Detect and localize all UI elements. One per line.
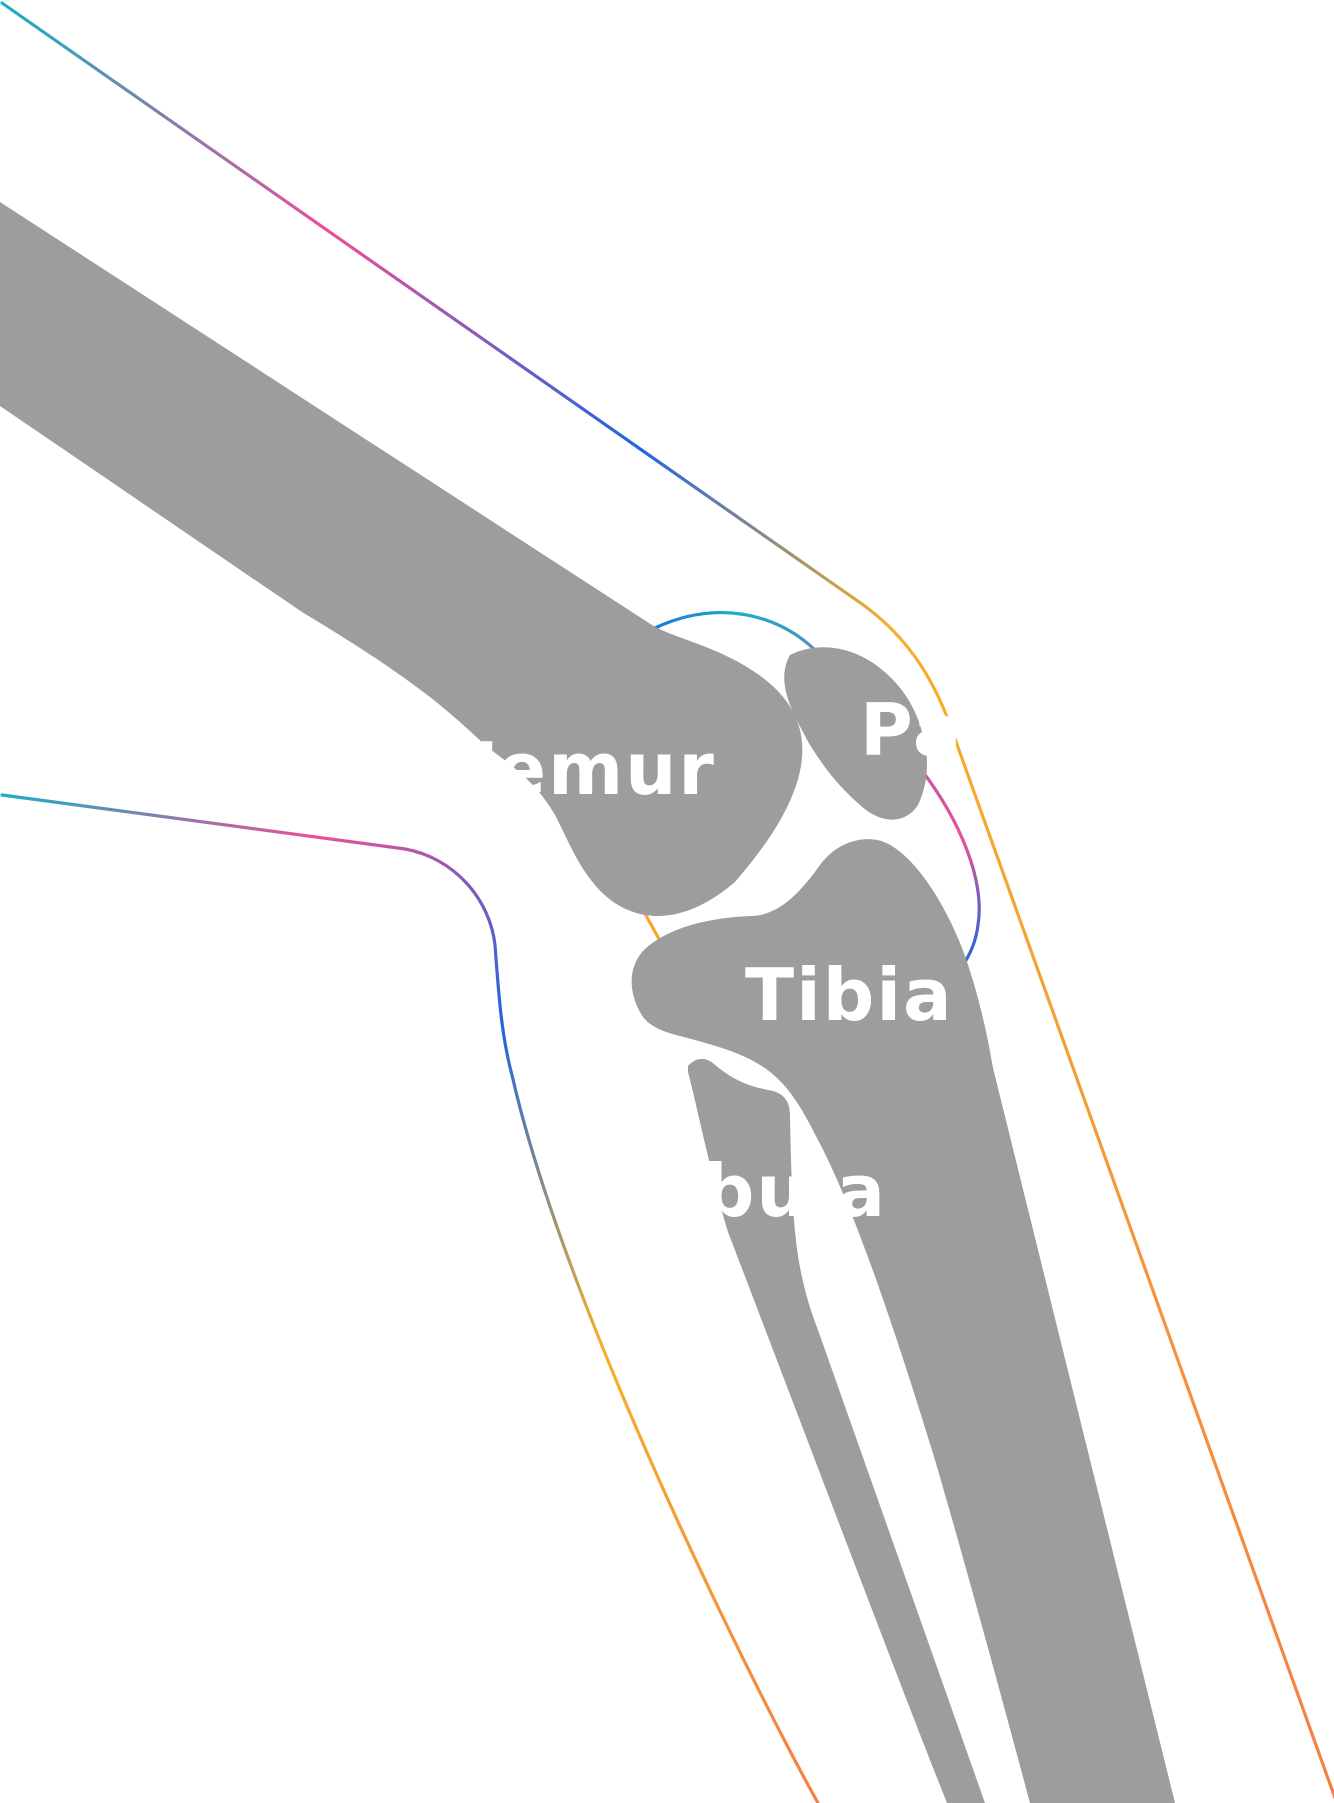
patella-bone bbox=[784, 647, 928, 820]
fibula-bone bbox=[688, 1058, 985, 1803]
femur-bone bbox=[0, 202, 803, 916]
fibula-label: Fibula bbox=[625, 1149, 887, 1233]
joint-capsule-outline bbox=[653, 611, 817, 652]
femur-label: Femur bbox=[449, 727, 716, 811]
patella-label: Patella bbox=[860, 688, 1155, 772]
back-skin-outline bbox=[0, 793, 820, 1803]
tibia-bone bbox=[631, 839, 1175, 1803]
tibia-label: Tibia bbox=[745, 953, 954, 1037]
patellar-ligament-outline bbox=[918, 766, 981, 964]
